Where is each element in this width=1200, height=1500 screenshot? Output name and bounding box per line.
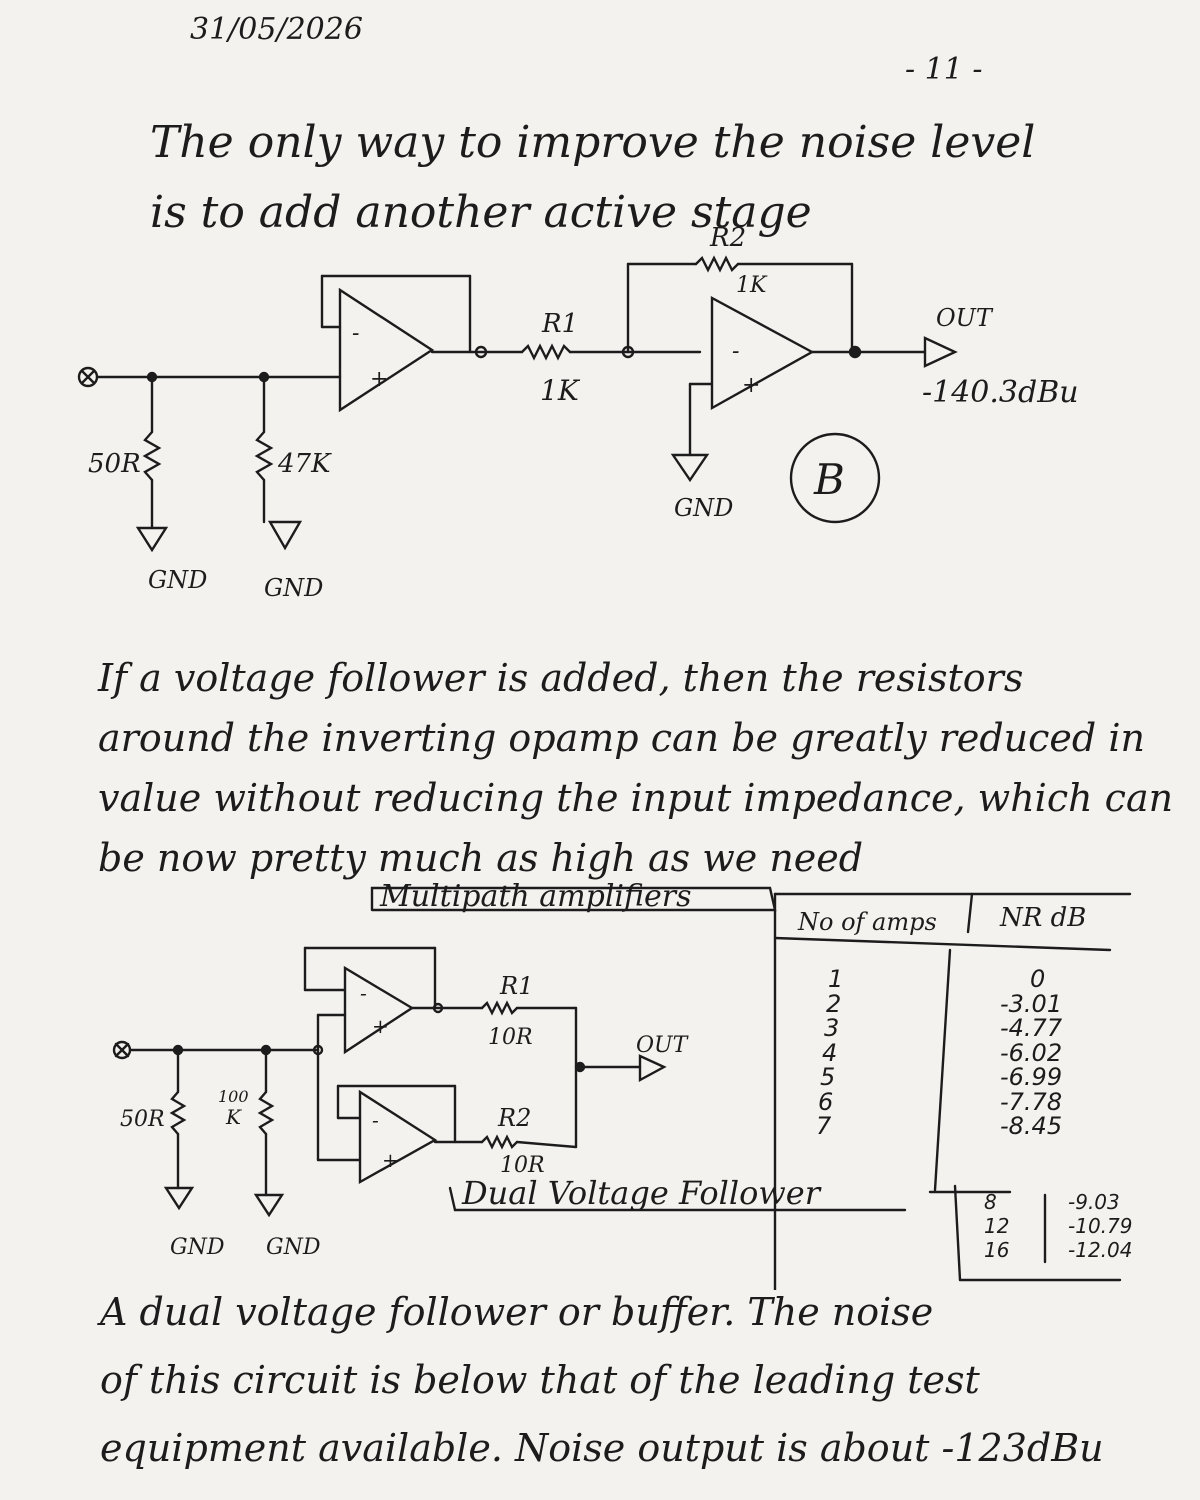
res-47k-label: 47K xyxy=(277,449,332,479)
paragraph-follower: If a voltage follower is added, then the… xyxy=(98,648,1173,888)
svg-text:+: + xyxy=(372,1014,389,1038)
table-cell-nr: -4.77 xyxy=(1000,1014,1063,1042)
resistor-47k xyxy=(254,430,274,482)
res-100k-label-top: 100 xyxy=(218,1087,249,1106)
paragraph-line: is to add another active stage xyxy=(150,187,812,238)
resistor-r2 xyxy=(480,1134,519,1150)
table-cell-nr: -12.04 xyxy=(1068,1238,1133,1262)
page-date: 31/05/2026 xyxy=(190,12,363,47)
resistor-r2 xyxy=(694,255,740,273)
gnd-label: GND xyxy=(264,574,323,602)
svg-text:-: - xyxy=(360,981,367,1005)
r1-name: R1 xyxy=(541,309,578,339)
noise-level-label: -140.3dBu xyxy=(922,375,1079,410)
opamp-follower-a xyxy=(343,965,415,1055)
table-cell-amps: 12 xyxy=(984,1214,1010,1238)
output-arrow xyxy=(638,1054,667,1083)
resistor-r1 xyxy=(480,1000,519,1016)
table-header-nr: NR dB xyxy=(999,903,1086,933)
paragraph-line: be now pretty much as high as we need xyxy=(98,836,864,880)
table-cell-amps: 16 xyxy=(984,1238,1010,1262)
paragraph-line: value without reducing the input impedan… xyxy=(98,776,1174,820)
ground-symbol xyxy=(670,453,710,483)
r1-name: R1 xyxy=(499,972,533,1000)
title-box xyxy=(370,886,777,912)
table-cell-amps: 2 xyxy=(826,989,842,1018)
circuit-diagram-multipath: - + - + R1 10R R2 10R 50R 100 K GND GND … xyxy=(112,879,1132,1290)
table-cell-nr: -6.02 xyxy=(1000,1038,1063,1067)
output-arrow xyxy=(923,336,958,368)
svg-text:+: + xyxy=(382,1148,399,1172)
resistor-50r xyxy=(169,1090,187,1136)
gnd-label: GND xyxy=(170,1235,225,1260)
opamp-follower xyxy=(338,287,435,413)
ground-symbol xyxy=(135,526,169,553)
gnd-label: GND xyxy=(266,1235,321,1260)
paragraph-line: equipment available. Noise output is abo… xyxy=(100,1426,1104,1470)
opamp-inverting xyxy=(710,295,815,411)
resistor-100k xyxy=(257,1090,275,1136)
resistor-50r xyxy=(142,430,162,482)
table-cell-amps: 3 xyxy=(824,1014,840,1042)
r2-name: R2 xyxy=(497,1104,531,1132)
opamp-minus-label: - xyxy=(352,321,359,346)
out-label: OUT xyxy=(936,304,994,332)
paragraph-line: If a voltage follower is added, then the… xyxy=(98,656,1024,700)
circuit-diagram-b: - + - + R1 1K R2 1K 50R 47K GND GND GND … xyxy=(77,223,1079,602)
svg-text:-: - xyxy=(372,1108,379,1132)
table-cell-nr: -10.79 xyxy=(1068,1214,1133,1238)
table-header-divider xyxy=(966,892,974,934)
r2-value: 10R xyxy=(500,1153,545,1178)
table-cell-amps: 1 xyxy=(828,965,844,993)
res-100k-label-bottom: K xyxy=(225,1105,242,1129)
section-title: Multipath amplifiers xyxy=(379,879,692,914)
paragraph-line: around the inverting opamp can be greatl… xyxy=(98,716,1145,760)
table-cell-nr: -6.99 xyxy=(1000,1063,1063,1091)
r1-value: 1K xyxy=(540,374,581,407)
table-header-amps: No of amps xyxy=(797,908,937,936)
table-cell-nr: 0 xyxy=(1030,965,1046,993)
r2-name: R2 xyxy=(709,223,746,253)
paragraph-line: The only way to improve the noise level xyxy=(150,117,1036,168)
table-cell-amps: 4 xyxy=(822,1038,838,1067)
opamp-plus-label: + xyxy=(742,373,760,398)
ground-symbol xyxy=(163,1186,195,1211)
table-cell-nr: -7.78 xyxy=(1000,1087,1063,1116)
opamp-plus-label: + xyxy=(370,367,388,392)
ground-symbol xyxy=(253,1193,285,1218)
table-column-divider xyxy=(933,948,952,1192)
table-cell-nr: -9.03 xyxy=(1068,1190,1120,1214)
opamp-follower-b xyxy=(358,1089,438,1185)
paragraph-conclusion: A dual voltage follower or buffer. The n… xyxy=(100,1278,1104,1482)
table-cell-nr: -3.01 xyxy=(1000,989,1063,1018)
paragraph-line: A dual voltage follower or buffer. The n… xyxy=(100,1290,934,1334)
table-header-underline xyxy=(773,936,1112,952)
diagram-badge-circle xyxy=(789,432,881,524)
paragraph-line: of this circuit is below that of the lea… xyxy=(100,1358,980,1402)
out-label: OUT xyxy=(636,1033,690,1058)
caption-bracket xyxy=(448,1186,907,1212)
paragraph-intro: The only way to improve the noise level … xyxy=(150,108,1035,248)
res-50r-label: 50R xyxy=(120,1107,165,1132)
r1-value: 10R xyxy=(488,1025,533,1050)
table-cell-amps: 7 xyxy=(816,1112,832,1140)
ground-symbol xyxy=(267,520,303,551)
table-cell-nr: -8.45 xyxy=(1000,1112,1063,1140)
opamp-minus-label: - xyxy=(732,339,739,364)
table-cell-amps: 6 xyxy=(818,1087,834,1116)
gnd-label: GND xyxy=(148,566,207,594)
table-cell-amps: 5 xyxy=(820,1063,836,1091)
table-cell-amps: 8 xyxy=(984,1190,997,1214)
gnd-label: GND xyxy=(674,494,733,522)
resistor-r1 xyxy=(520,343,572,361)
circuit-caption: Dual Voltage Follower xyxy=(461,1174,822,1212)
diagram-badge-letter: B xyxy=(813,455,845,504)
page-number: - 11 - xyxy=(905,52,983,87)
res-50r-label: 50R xyxy=(88,449,141,479)
r2-value: 1K xyxy=(736,273,768,298)
